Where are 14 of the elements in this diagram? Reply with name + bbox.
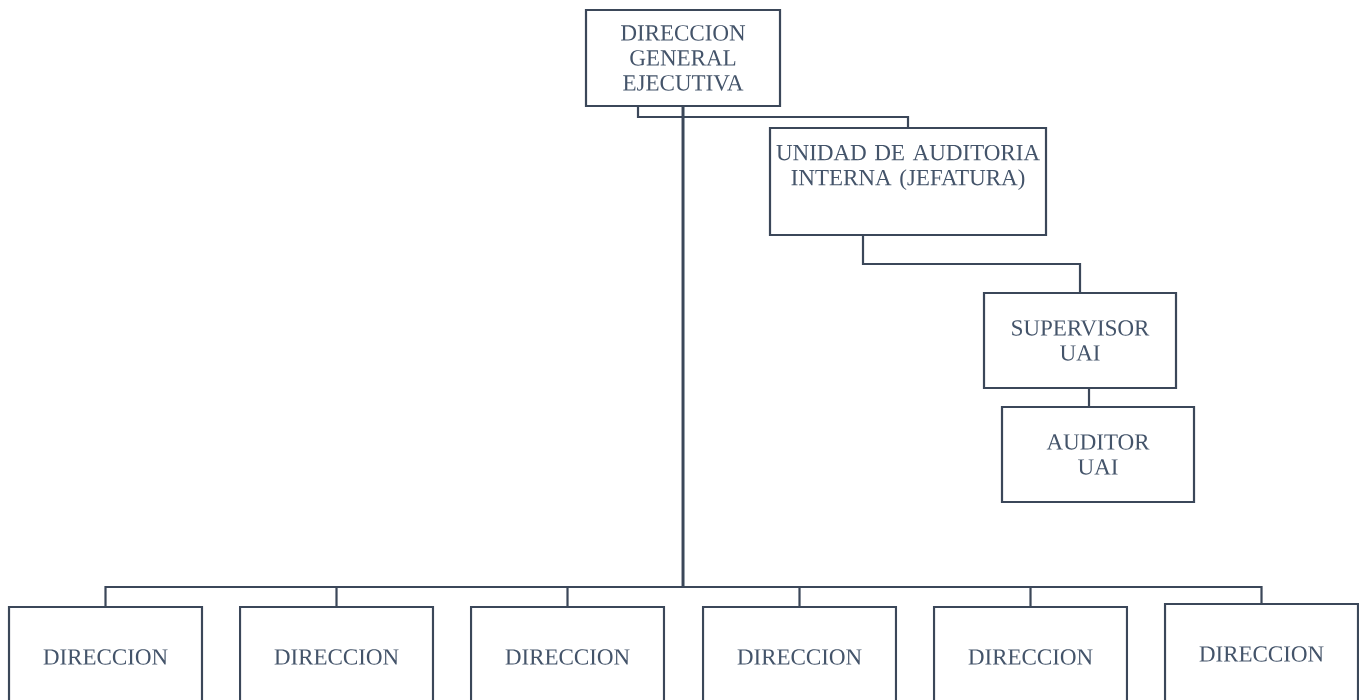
org-box: DIRECCION [701, 605, 898, 700]
connector-line [861, 235, 1082, 293]
connector-line [636, 106, 910, 128]
org-box: DIRECCION [238, 605, 435, 700]
org-box: SUPERVISOR UAI [982, 291, 1178, 390]
org-box: DIRECCION [469, 605, 666, 700]
org-box: DIRECCION [1163, 602, 1359, 700]
org-box: DIRECCION GENERAL EJECUTIVA [584, 8, 782, 108]
org-box: DIRECCION [932, 605, 1129, 700]
org-box: UNIDAD DE AUDITORIA INTERNA (JEFATURA) [768, 126, 1048, 237]
connector-line [681, 106, 1263, 604]
connector-line [1087, 388, 1091, 407]
org-box: DIRECCION [7, 605, 204, 700]
org-box: AUDITOR UAI [1000, 405, 1196, 504]
